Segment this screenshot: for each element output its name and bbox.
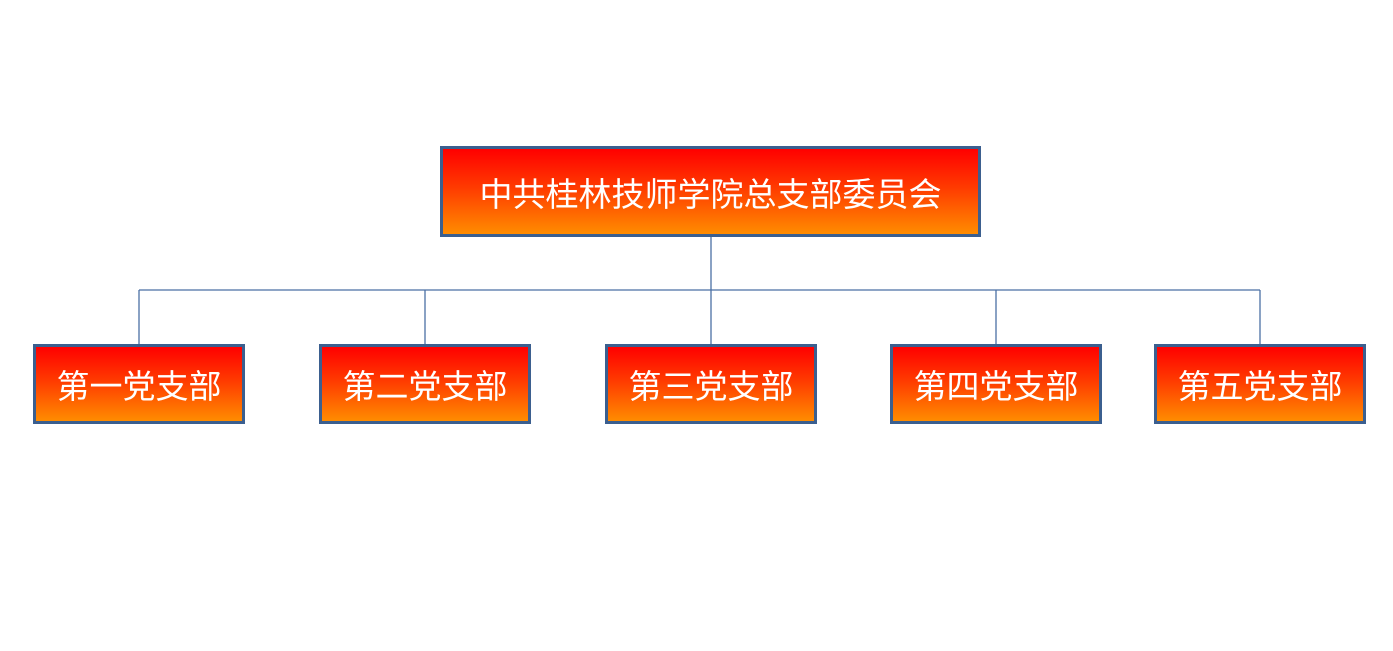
branch-node-1: 第一党支部 <box>33 344 245 424</box>
branch-node-3: 第三党支部 <box>605 344 817 424</box>
branch-node-2: 第二党支部 <box>319 344 531 424</box>
branch-node-label: 第一党支部 <box>56 367 222 406</box>
branch-node-4: 第四党支部 <box>890 344 1102 424</box>
branch-node-label: 第三党支部 <box>628 367 794 406</box>
branch-node-label: 第四党支部 <box>913 367 1079 406</box>
branch-node-label: 第二党支部 <box>342 367 508 406</box>
root-node-label: 中共桂林技师学院总支部委员会 <box>479 174 942 214</box>
root-node: 中共桂林技师学院总支部委员会 <box>440 146 981 237</box>
branch-node-label: 第五党支部 <box>1177 367 1343 406</box>
branch-node-5: 第五党支部 <box>1154 344 1366 424</box>
